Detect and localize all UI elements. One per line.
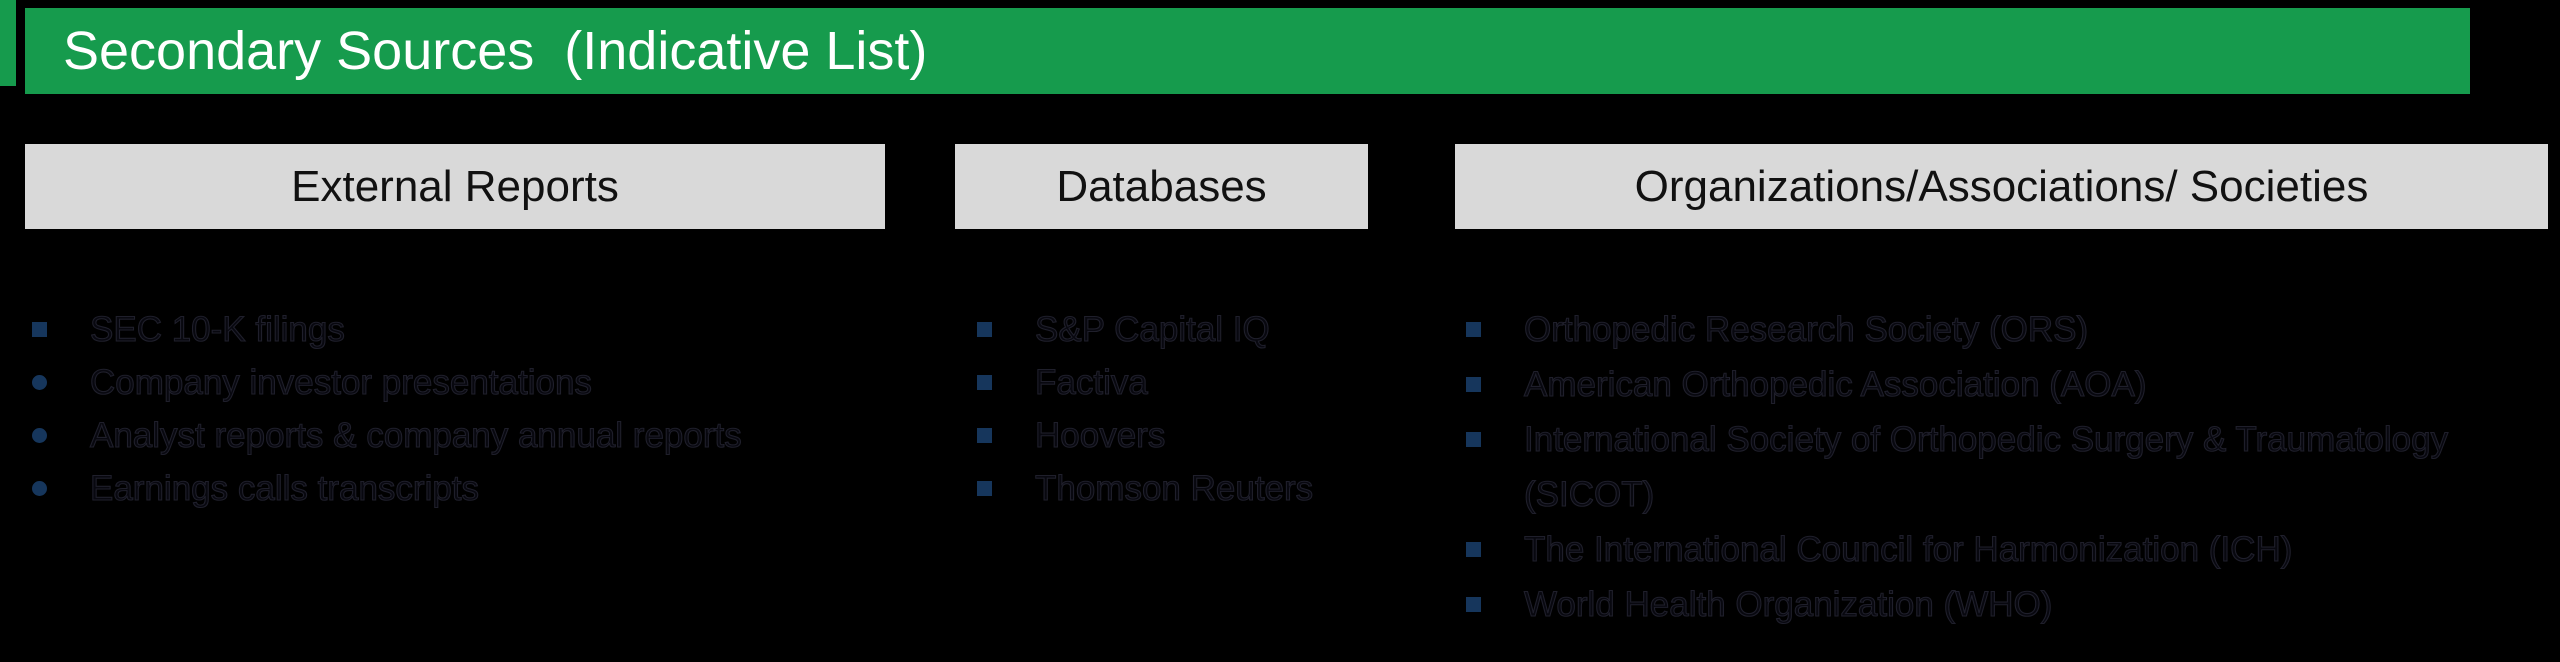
list-item: American Orthopedic Association (AOA)	[1466, 357, 2521, 412]
list-item: Orthopedic Research Society (ORS)	[1466, 302, 2521, 357]
square-bullet-icon	[977, 428, 992, 443]
square-bullet-icon	[1466, 377, 1481, 392]
square-bullet-icon	[1466, 432, 1481, 447]
page-title: Secondary Sources (Indicative List)	[63, 21, 928, 81]
column-header-label: Databases	[1056, 161, 1267, 211]
column-header-label: Organizations/Associations/ Societies	[1634, 161, 2369, 211]
list-item-label: Factiva	[1034, 362, 1148, 402]
column-header-databases: Databases	[955, 144, 1368, 229]
list-item-label: Hoovers	[1034, 415, 1166, 455]
list-item-label: Orthopedic Research Society (ORS)	[1523, 309, 2089, 349]
circle-bullet-icon	[32, 481, 47, 496]
edge-accent-strip	[0, 0, 16, 86]
square-bullet-icon	[1466, 597, 1481, 612]
column-header-external-reports: External Reports	[25, 144, 885, 229]
circle-bullet-icon	[32, 428, 47, 443]
list-item-label: The International Council for Harmonizat…	[1523, 529, 2293, 569]
list-item-label: American Orthopedic Association (AOA)	[1523, 364, 2147, 404]
square-bullet-icon	[1466, 542, 1481, 557]
databases-list: S&P Capital IQ Factiva Hoovers Thomson R…	[977, 303, 1407, 515]
list-item-label: International Society of Orthopedic Surg…	[1523, 419, 2449, 514]
list-item: Company investor presentations	[32, 356, 882, 409]
column-header-organizations: Organizations/Associations/ Societies	[1455, 144, 2548, 229]
external-reports-list: SEC 10-K filings Company investor presen…	[32, 303, 882, 515]
list-item-label: Analyst reports & company annual reports	[89, 415, 742, 455]
list-item: World Health Organization (WHO)	[1466, 577, 2521, 632]
column-header-label: External Reports	[291, 161, 619, 211]
list-item: International Society of Orthopedic Surg…	[1466, 412, 2521, 522]
list-item-label: Thomson Reuters	[1034, 468, 1314, 508]
organizations-list: Orthopedic Research Society (ORS) Americ…	[1466, 302, 2521, 632]
list-item-label: S&P Capital IQ	[1034, 309, 1270, 349]
circle-bullet-icon	[32, 375, 47, 390]
list-item-label: SEC 10-K filings	[89, 309, 345, 349]
list-item-label: Earnings calls transcripts	[89, 468, 480, 508]
list-item: Hoovers	[977, 409, 1407, 462]
square-bullet-icon	[977, 322, 992, 337]
list-item: Thomson Reuters	[977, 462, 1407, 515]
square-bullet-icon	[977, 375, 992, 390]
square-bullet-icon	[32, 322, 47, 337]
title-bar: Secondary Sources (Indicative List)	[25, 8, 2470, 94]
list-item: Analyst reports & company annual reports	[32, 409, 882, 462]
list-item-label: World Health Organization (WHO)	[1523, 584, 2053, 624]
list-item: Factiva	[977, 356, 1407, 409]
square-bullet-icon	[977, 481, 992, 496]
list-item: Earnings calls transcripts	[32, 462, 882, 515]
list-item-label: Company investor presentations	[89, 362, 592, 402]
list-item: SEC 10-K filings	[32, 303, 882, 356]
square-bullet-icon	[1466, 322, 1481, 337]
list-item: S&P Capital IQ	[977, 303, 1407, 356]
list-item: The International Council for Harmonizat…	[1466, 522, 2521, 577]
